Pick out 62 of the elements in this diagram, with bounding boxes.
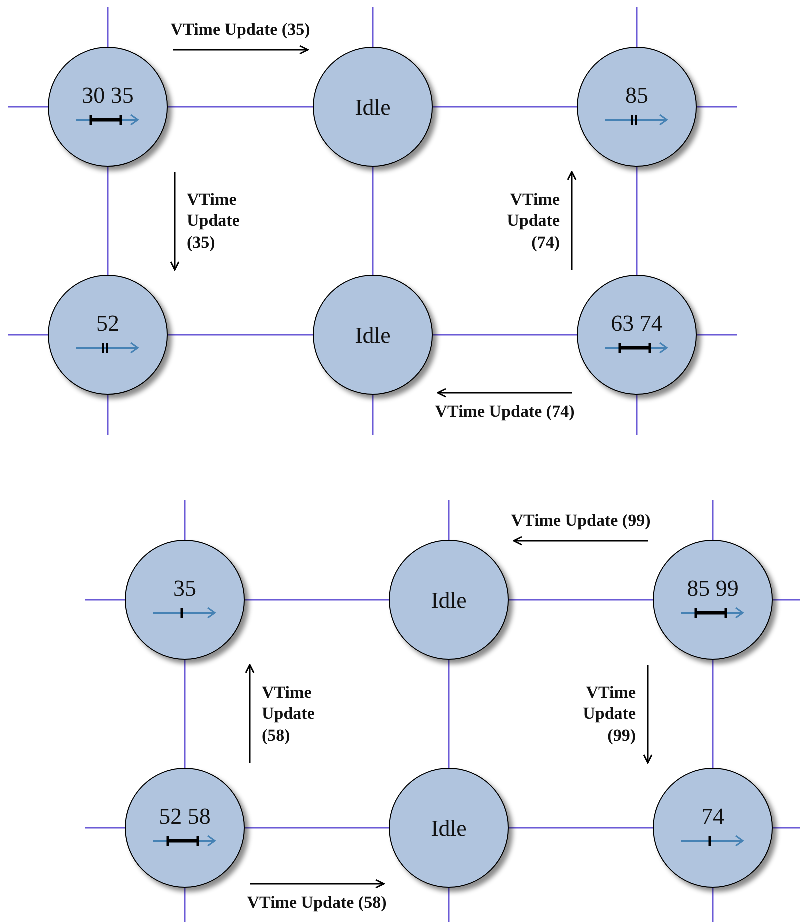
grid-line bbox=[107, 167, 109, 275]
grid-line bbox=[773, 827, 800, 829]
arrow bbox=[513, 536, 648, 546]
edge-label: VTime Update (99) bbox=[511, 510, 651, 531]
grid-line bbox=[184, 888, 186, 922]
node-label: 52 58 bbox=[159, 804, 211, 828]
grid-line bbox=[636, 167, 638, 275]
grid-line bbox=[372, 7, 374, 47]
node-label: 52 bbox=[96, 312, 120, 334]
arrow bbox=[643, 665, 653, 764]
grid-line bbox=[372, 167, 374, 275]
grid-line bbox=[433, 106, 577, 108]
arrow bbox=[173, 45, 309, 55]
node-label: 74 bbox=[702, 804, 724, 828]
edge-label: VTime Update (58) bbox=[262, 682, 316, 746]
node-label: Idle bbox=[355, 324, 391, 346]
grid-line bbox=[697, 106, 737, 108]
edge-label: VTime Update (35) bbox=[187, 189, 241, 253]
arrow bbox=[437, 388, 572, 398]
grid-line bbox=[168, 334, 313, 336]
grid-line bbox=[636, 395, 638, 435]
node-label: 85 bbox=[626, 84, 648, 106]
arrow bbox=[245, 664, 255, 763]
grid-line bbox=[245, 599, 389, 601]
grid-line bbox=[372, 395, 374, 435]
edge-label: VTime Update (35) bbox=[170, 18, 310, 40]
arrow bbox=[567, 171, 577, 270]
grid-line bbox=[107, 395, 109, 435]
grid-line bbox=[509, 827, 653, 829]
arrow bbox=[250, 879, 385, 889]
grid-line bbox=[448, 660, 450, 768]
grid-line bbox=[107, 7, 109, 47]
grid-line bbox=[636, 7, 638, 47]
node-label: 30 35 bbox=[82, 84, 134, 106]
node-label: Idle bbox=[355, 96, 391, 118]
grid-line bbox=[184, 660, 186, 768]
edge-label: VTime Update (58) bbox=[247, 892, 387, 914]
node-label: 35 bbox=[174, 576, 196, 600]
grid-line bbox=[184, 500, 186, 540]
node-label: Idle bbox=[431, 816, 467, 840]
grid-line bbox=[448, 888, 450, 922]
grid-line bbox=[773, 599, 800, 601]
grid-line bbox=[85, 599, 125, 601]
grid-line bbox=[8, 334, 48, 336]
node-label: 85 99 bbox=[687, 576, 739, 600]
grid-line bbox=[433, 334, 577, 336]
grid-line bbox=[697, 334, 737, 336]
grid-line bbox=[712, 660, 714, 768]
edge-label: VTime Update (74) bbox=[506, 189, 560, 253]
node-label: 63 74 bbox=[611, 312, 663, 334]
grid-line bbox=[245, 827, 389, 829]
grid-line bbox=[448, 500, 450, 540]
edge-label: VTime Update (74) bbox=[435, 401, 575, 422]
edge-label: VTime Update (99) bbox=[582, 682, 636, 746]
node-label: Idle bbox=[431, 588, 467, 612]
arrow bbox=[170, 172, 180, 271]
grid-line bbox=[168, 106, 313, 108]
grid-line bbox=[712, 500, 714, 540]
grid-line bbox=[8, 106, 48, 108]
grid-line bbox=[85, 827, 125, 829]
grid-line bbox=[712, 888, 714, 922]
grid-line bbox=[509, 599, 653, 601]
